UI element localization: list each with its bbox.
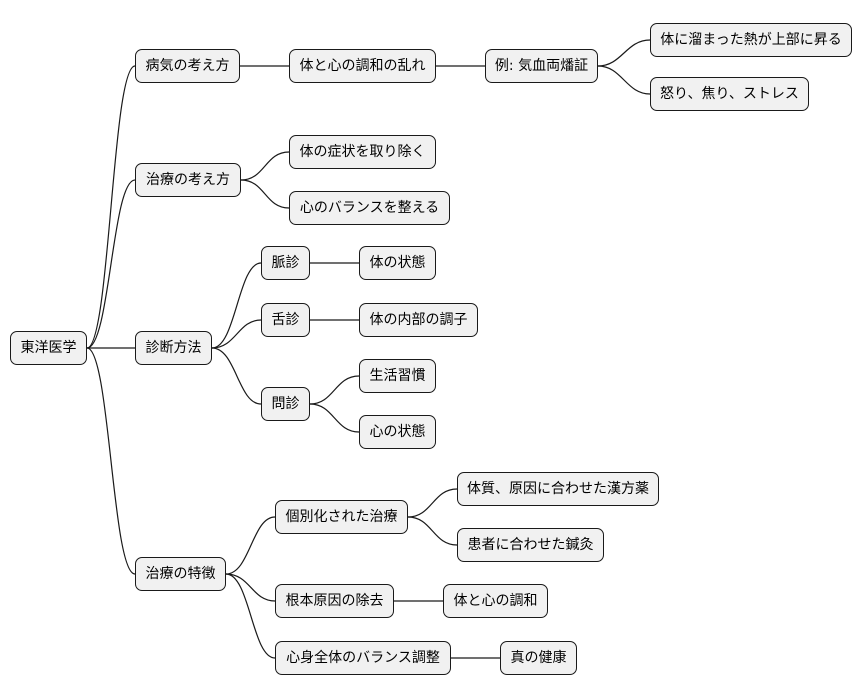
edge-root-disease-view: [86, 65, 136, 349]
edge-individualized-item-1: [407, 488, 458, 518]
node-remove-symptoms[interactable]: 体の症状を取り除く: [289, 135, 436, 169]
edge-treatment-item-1: [240, 151, 290, 181]
node-diagnosis[interactable]: 診断方法: [135, 331, 212, 365]
node-true-health[interactable]: 真の健康: [500, 641, 577, 675]
node-treatment-view[interactable]: 治療の考え方: [135, 163, 241, 197]
edge-example-item-1: [597, 39, 651, 67]
node-internal-condition[interactable]: 体の内部の調子: [359, 303, 478, 337]
node-body-condition[interactable]: 体の状態: [359, 246, 436, 280]
node-anger-stress[interactable]: 怒り、焦り、ストレス: [650, 77, 809, 111]
node-disease-view[interactable]: 病気の考え方: [135, 49, 240, 83]
node-balance-mind[interactable]: 心のバランスを整える: [289, 191, 450, 225]
node-inquiry-diagnosis[interactable]: 問診: [261, 387, 310, 421]
edge-root-treatment-view: [86, 179, 136, 349]
node-mental-state[interactable]: 心の状態: [359, 415, 436, 449]
node-pulse-diagnosis[interactable]: 脈診: [261, 246, 310, 280]
edge-features-individualized: [225, 516, 276, 575]
node-features[interactable]: 治療の特徴: [135, 557, 226, 591]
edge-features-root-cause: [225, 573, 276, 602]
edge-root-features: [86, 347, 136, 575]
node-tongue-diagnosis[interactable]: 舌診: [261, 303, 310, 337]
node-lifestyle[interactable]: 生活習慣: [359, 359, 436, 393]
node-heat-rising[interactable]: 体に溜まった熱が上部に昇る: [650, 23, 852, 57]
node-root-cause-removal[interactable]: 根本原因の除去: [275, 584, 394, 618]
node-kampo-medicine[interactable]: 体質、原因に合わせた漢方薬: [457, 472, 659, 506]
edge-diagnosis-inquiry: [211, 347, 262, 405]
node-holistic-balance[interactable]: 心身全体のバランス調整: [275, 641, 451, 675]
edge-diagnosis-pulse: [211, 262, 262, 349]
root-node[interactable]: 東洋医学: [10, 331, 87, 365]
edge-individualized-item-2: [407, 516, 458, 546]
node-acupuncture[interactable]: 患者に合わせた鍼灸: [457, 528, 604, 562]
node-individualized-treatment[interactable]: 個別化された治療: [275, 500, 408, 534]
edge-example-item-2: [597, 65, 651, 95]
node-body-mind-harmony[interactable]: 体と心の調和: [443, 584, 548, 618]
edge-treatment-item-2: [240, 179, 290, 209]
edge-inquiry-item-2: [309, 403, 360, 433]
edge-inquiry-item-1: [309, 375, 360, 405]
node-harmony-disruption[interactable]: 体と心の調和の乱れ: [289, 49, 436, 83]
edge-diagnosis-tongue: [211, 319, 262, 349]
edge-features-balance: [225, 573, 276, 659]
node-example-qi-blood[interactable]: 例: 気血両燔証: [485, 49, 598, 83]
